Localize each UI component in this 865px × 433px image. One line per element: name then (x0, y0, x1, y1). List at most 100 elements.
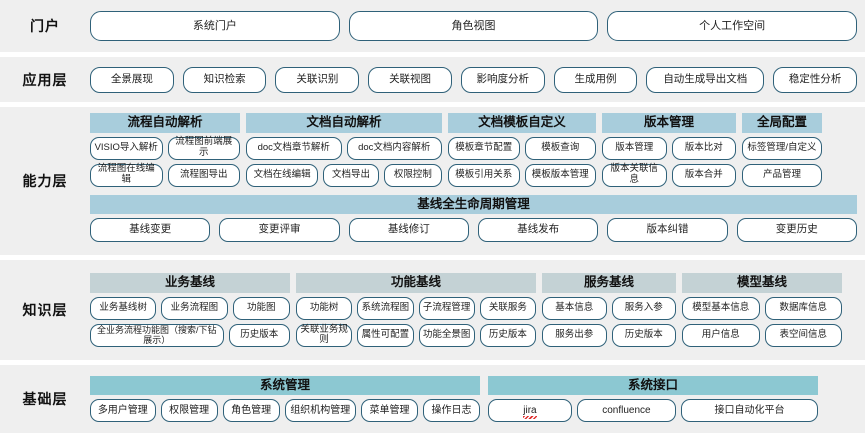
group-line: doc文档章节解析 doc文档内容解析 (246, 136, 442, 160)
group-title-system-management: 系统管理 (90, 375, 480, 396)
cap-version-management[interactable]: 版本管理 (602, 136, 667, 160)
cap-template-chapter-config[interactable]: 模板章节配置 (448, 136, 520, 160)
cap-template-reference-relation[interactable]: 模板引用关系 (448, 163, 520, 187)
kn-business-baseline-tree[interactable]: 业务基线树 (90, 296, 157, 320)
kn-history-version-function[interactable]: 历史版本 (479, 323, 536, 347)
group-line: 版本关联信息 版本合并 (602, 163, 736, 187)
app-item-generate-case[interactable]: 生成用例 (553, 66, 638, 93)
capability-group-document-parsing: 文档自动解析 doc文档章节解析 doc文档内容解析 文档在线编辑 文档导出 权… (246, 113, 442, 187)
group-title-system-interface: 系统接口 (488, 375, 818, 396)
portal-item-personal-workspace[interactable]: 个人工作空间 (607, 11, 858, 41)
app-item-impact-analysis[interactable]: 影响度分析 (460, 66, 545, 93)
cap-visio-import-parse[interactable]: VISIO导入解析 (90, 136, 163, 160)
app-item-stability-analysis[interactable]: 稳定性分析 (773, 66, 857, 93)
portal-item-role-view[interactable]: 角色视图 (348, 11, 599, 41)
capability-group-version-management: 版本管理 版本管理 版本比对 版本关联信息 版本合并 (602, 113, 736, 187)
kn-user-info[interactable]: 用户信息 (682, 323, 760, 347)
group-line: 模型基本信息 数据库信息 (682, 296, 842, 320)
kn-business-flowchart[interactable]: 业务流程图 (161, 296, 228, 320)
group-line: 服务出参 历史版本 (542, 323, 676, 347)
capability-group-global-config: 全局配置 标签管理/自定义 产品管理 (742, 113, 822, 187)
group-line: 流程图在线编辑 流程图导出 (90, 163, 240, 187)
layer-label-knowledge: 知识层 (22, 302, 68, 318)
cap-product-management[interactable]: 产品管理 (742, 163, 822, 187)
base-org-structure-management[interactable]: 组织机构管理 (284, 399, 357, 423)
base-menu-management[interactable]: 菜单管理 (361, 399, 418, 423)
group-line: 多用户管理 权限管理 角色管理 组织机构管理 菜单管理 操作日志 (90, 399, 480, 423)
life-baseline-revision[interactable]: 基线修订 (348, 218, 469, 242)
base-permission-management[interactable]: 权限管理 (160, 399, 218, 423)
app-item-relation-recognition[interactable]: 关联识别 (275, 66, 360, 93)
group-line: 产品管理 (742, 163, 822, 187)
base-role-management[interactable]: 角色管理 (222, 399, 280, 423)
base-jira-link[interactable]: jira (488, 399, 572, 423)
kn-attribute-configurable[interactable]: 属性可配置 (357, 323, 414, 347)
capability-group-row: 流程自动解析 VISIO导入解析 流程图前端展示 流程图在线编辑 流程图导出 文… (90, 113, 857, 187)
life-change-review[interactable]: 变更评审 (219, 218, 340, 242)
cap-permission-control[interactable]: 权限控制 (383, 163, 442, 187)
kn-subprocess-management[interactable]: 子流程管理 (418, 296, 475, 320)
layer-foundation: 基础层 系统管理 多用户管理 权限管理 角色管理 组织机构管理 菜单管理 操作日… (0, 365, 865, 433)
layer-label-portal: 门户 (30, 18, 60, 34)
kn-tablespace-info[interactable]: 表空间信息 (764, 323, 842, 347)
layer-application: 应用层 全景展现 知识检索 关联识别 关联视图 影响度分析 生成用例 自动生成导… (0, 57, 865, 102)
cap-version-compare[interactable]: 版本比对 (671, 136, 736, 160)
base-api-automation-platform[interactable]: 接口自动化平台 (680, 399, 818, 423)
group-title-service-baseline: 服务基线 (542, 273, 676, 293)
base-confluence-link[interactable]: confluence (576, 399, 676, 423)
cap-doc-chapter-parse[interactable]: doc文档章节解析 (246, 136, 342, 160)
kn-system-flowchart[interactable]: 系统流程图 (357, 296, 414, 320)
kn-history-version-business[interactable]: 历史版本 (228, 323, 290, 347)
group-line: 业务基线树 业务流程图 功能图 (90, 296, 291, 320)
cap-doc-online-edit[interactable]: 文档在线编辑 (246, 163, 319, 187)
cap-version-relation-info[interactable]: 版本关联信息 (602, 163, 667, 187)
group-line: VISIO导入解析 流程图前端展示 (90, 136, 240, 160)
group-title-model-baseline: 模型基线 (682, 273, 842, 293)
kn-database-info[interactable]: 数据库信息 (764, 296, 842, 320)
cap-version-merge[interactable]: 版本合并 (671, 163, 736, 187)
group-line: 模板引用关系 模板版本管理 (448, 163, 596, 187)
kn-function-tree[interactable]: 功能树 (296, 296, 353, 320)
kn-related-business-rule[interactable]: 关联业务规则 (296, 323, 353, 347)
app-item-knowledge-search[interactable]: 知识检索 (182, 66, 267, 93)
kn-service-output-params[interactable]: 服务出参 (542, 323, 607, 347)
cap-doc-content-parse[interactable]: doc文档内容解析 (346, 136, 442, 160)
base-multi-user-management[interactable]: 多用户管理 (90, 399, 156, 423)
app-item-relation-view[interactable]: 关联视图 (368, 66, 452, 93)
application-item-row: 全景展现 知识检索 关联识别 关联视图 影响度分析 生成用例 自动生成导出文档 … (90, 66, 857, 93)
cap-tag-management-custom[interactable]: 标签管理/自定义 (742, 136, 822, 160)
group-title-function-baseline: 功能基线 (296, 273, 536, 293)
layer-label-application: 应用层 (22, 71, 68, 88)
group-line: 标签管理/自定义 (742, 136, 822, 160)
app-item-auto-export-doc[interactable]: 自动生成导出文档 (646, 66, 765, 93)
cap-flowchart-online-edit[interactable]: 流程图在线编辑 (90, 163, 163, 187)
cap-doc-export[interactable]: 文档导出 (323, 163, 379, 187)
kn-function-diagram[interactable]: 功能图 (232, 296, 291, 320)
group-line: 版本管理 版本比对 (602, 136, 736, 160)
group-title-global-config: 全局配置 (742, 113, 822, 133)
kn-service-basic-info[interactable]: 基本信息 (542, 296, 607, 320)
life-baseline-change[interactable]: 基线变更 (90, 218, 211, 242)
kn-related-service[interactable]: 关联服务 (479, 296, 536, 320)
cap-template-version-management[interactable]: 模板版本管理 (524, 163, 596, 187)
life-change-history[interactable]: 变更历史 (736, 218, 857, 242)
life-baseline-release[interactable]: 基线发布 (477, 218, 599, 242)
kn-model-basic-info[interactable]: 模型基本信息 (682, 296, 760, 320)
portal-item-system-portal[interactable]: 系统门户 (90, 11, 340, 41)
layer-portal: 门户 系统门户 角色视图 个人工作空间 (0, 0, 865, 52)
foundation-group-system-interface: 系统接口 jira confluence 接口自动化平台 (488, 375, 818, 423)
cap-flowchart-frontend-display[interactable]: 流程图前端展示 (167, 136, 240, 160)
cap-flowchart-export[interactable]: 流程图导出 (167, 163, 240, 187)
life-version-correction[interactable]: 版本纠错 (607, 218, 728, 242)
kn-function-panorama[interactable]: 功能全景图 (418, 323, 475, 347)
app-item-panorama[interactable]: 全景展现 (90, 66, 174, 93)
kn-service-input-params[interactable]: 服务入参 (611, 296, 676, 320)
group-title-process-parsing: 流程自动解析 (90, 113, 240, 133)
cap-template-query[interactable]: 模板查询 (524, 136, 596, 160)
kn-history-version-service[interactable]: 历史版本 (611, 323, 676, 347)
group-line: jira confluence 接口自动化平台 (488, 399, 818, 423)
kn-full-business-process-function-diagram[interactable]: 全业务流程功能图（搜索/下钻展示） (90, 323, 224, 347)
base-operation-log[interactable]: 操作日志 (423, 399, 480, 423)
portal-item-row: 系统门户 角色视图 个人工作空间 (90, 11, 858, 41)
